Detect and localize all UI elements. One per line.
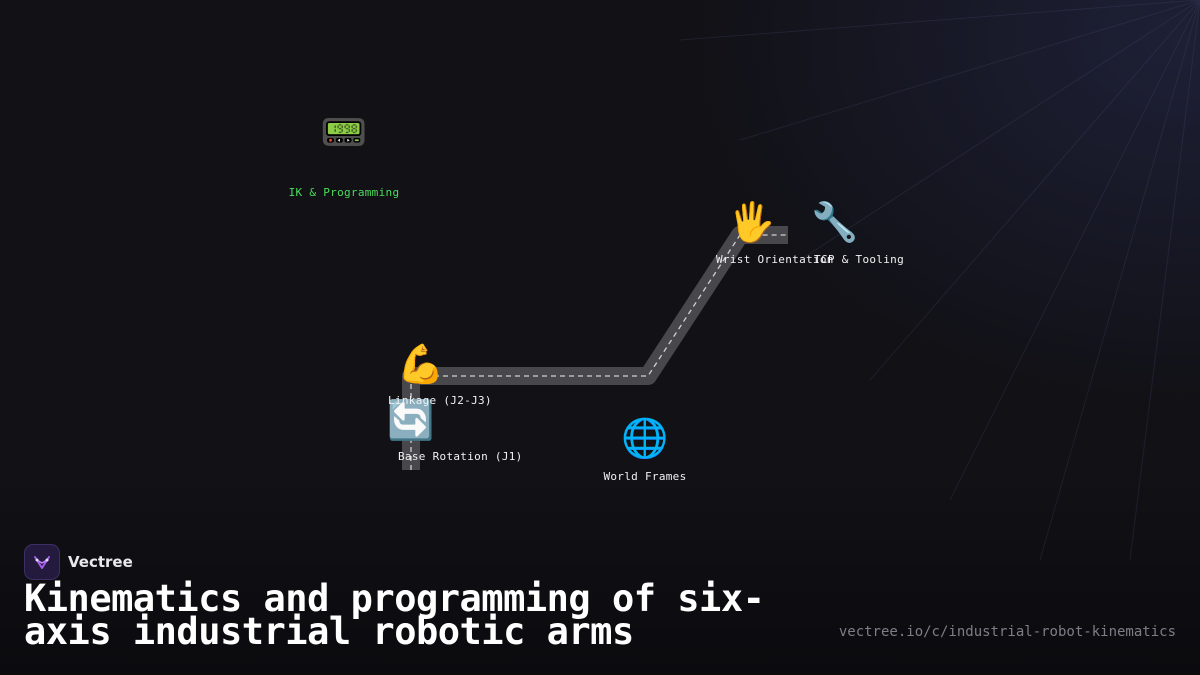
flexed-biceps-icon: 💪 <box>397 342 445 386</box>
brand[interactable]: Vectree <box>24 544 133 580</box>
node-tcp-tooling[interactable]: 🔧 TCP & Tooling <box>780 200 904 266</box>
background-rays <box>680 0 1200 560</box>
node-label: World Frames <box>603 470 687 483</box>
node-world-frames[interactable]: 🌐 World Frames <box>597 416 693 483</box>
wrench-icon: 🔧 <box>811 200 859 244</box>
node-label: Wrist Orientation <box>716 253 834 266</box>
node-ik-programming[interactable]: 📟 IK & Programming <box>270 110 418 199</box>
pager-icon: 📟 <box>320 110 368 154</box>
node-base-rotation[interactable]: 🔄 Base Rotation (J1) <box>370 398 522 463</box>
rotation-arrows-icon: 🔄 <box>387 398 435 442</box>
course-url[interactable]: vectree.io/c/industrial-robot-kinematics <box>838 624 1176 640</box>
node-label: IK & Programming <box>288 186 400 199</box>
node-label: TCP & Tooling <box>814 253 904 266</box>
node-label: Base Rotation (J1) <box>398 450 522 463</box>
raised-hand-icon: 🖐️ <box>728 200 776 244</box>
vectree-logo-icon <box>24 544 60 580</box>
node-wrist-orientation[interactable]: 🖐️ Wrist Orientation <box>700 200 834 266</box>
brand-name: Vectree <box>68 553 133 571</box>
globe-icon: 🌐 <box>621 416 669 460</box>
node-label: Linkage (J2-J3) <box>388 394 492 407</box>
road-center-dashes <box>410 234 788 470</box>
node-linkage[interactable]: 💪 Linkage (J2-J3) <box>380 342 492 407</box>
page-title: Kinematics and programming of six-axis i… <box>24 577 765 653</box>
